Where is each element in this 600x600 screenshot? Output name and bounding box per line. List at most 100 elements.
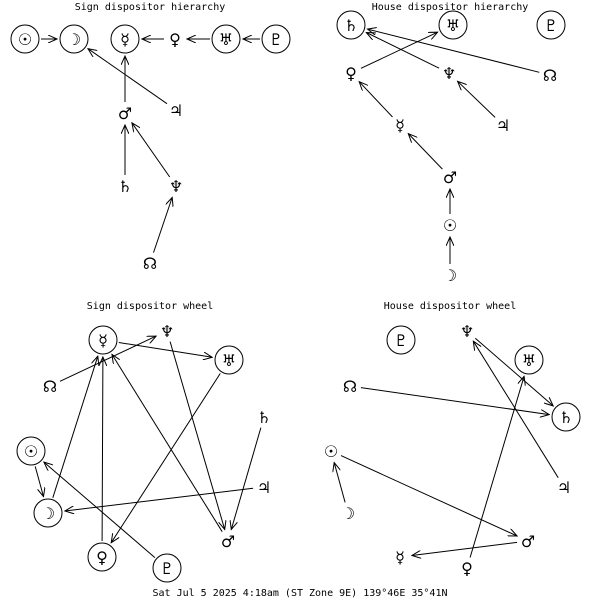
uranus-icon: ♅ (222, 351, 236, 370)
planet-sun-node: ☉ (16, 436, 46, 466)
sun-icon: ☉ (324, 442, 338, 461)
saturn-icon: ♄ (118, 177, 132, 196)
ruler-ring (59, 24, 89, 54)
sign-wheel-panel: ☿ ♆ ♅ ☊ ♄ ☉ ♃ ☽ ♂ ♀ ♇ (16, 322, 271, 583)
planet-mercury-node: ☿ (395, 548, 405, 567)
arrow-neptune-to-saturn (366, 33, 440, 69)
planet-sun-node: ☉ (443, 216, 457, 235)
planet-uranus-node: ♅ (211, 24, 241, 54)
saturn-icon: ♄ (559, 408, 573, 427)
planet-venus-node: ♀ (87, 542, 117, 572)
mars-icon: ♂ (118, 104, 132, 123)
planet-mars-node: ♂ (221, 532, 235, 551)
pluto-icon: ♇ (269, 30, 283, 49)
planet-mercury-node: ☿ (88, 325, 118, 355)
arrow-sun-to-moon (34, 466, 43, 496)
pluto-icon: ♇ (544, 16, 558, 35)
planet-pluto-node: ♇ (152, 553, 182, 583)
arrow-mars-to-mercury (408, 134, 443, 170)
planet-sun-node: ☉ (10, 24, 40, 54)
planet-neptune-node: ♆ (160, 322, 174, 341)
planet-jupiter-node: ♃ (496, 116, 510, 135)
planet-mars-node: ♂ (118, 104, 132, 123)
planet-pluto-node: ♇ (261, 24, 291, 54)
ruler-ring (438, 10, 468, 40)
planet-sun-node: ☉ (324, 442, 338, 461)
venus-icon: ♀ (169, 30, 181, 49)
uranus-icon: ♅ (219, 30, 233, 49)
planet-uranus-node: ♅ (514, 345, 544, 375)
mercury-icon: ☿ (120, 30, 130, 49)
mars-icon: ♂ (221, 532, 235, 551)
uranus-icon: ♅ (446, 16, 460, 35)
neptune-icon: ♆ (169, 177, 183, 196)
mars-icon: ♂ (521, 532, 535, 551)
planet-moon-node: ☽ (443, 266, 457, 285)
planet-uranus-node: ♅ (214, 345, 244, 375)
arrow-moon-to-sun (334, 463, 346, 503)
ruler-ring (386, 325, 416, 355)
planet-pluto-node: ♇ (386, 325, 416, 355)
arrow-mercury-to-uranus (118, 342, 212, 358)
planet-mercury-node: ☿ (395, 116, 405, 135)
arrow-saturn-to-mars (231, 427, 262, 530)
jupiter-icon: ♃ (496, 116, 510, 135)
venus-icon: ♀ (345, 64, 357, 83)
planet-jupiter-node: ♃ (557, 478, 571, 497)
planet-node-node: ☊ (343, 377, 357, 396)
node-icon: ☊ (143, 254, 157, 273)
moon-icon: ☽ (41, 504, 55, 523)
arrow-neptune-to-saturn (474, 337, 553, 406)
planet-neptune-node: ♆ (169, 177, 183, 196)
sun-icon: ☉ (18, 30, 32, 49)
arrow-neptune-to-mars (132, 123, 171, 178)
planet-mercury-node: ☿ (110, 24, 140, 54)
saturn-icon: ♄ (344, 16, 358, 35)
arrow-pluto-to-sun (44, 462, 156, 558)
jupiter-icon: ♃ (169, 101, 183, 120)
node-icon: ☊ (543, 66, 557, 85)
ruler-ring (536, 10, 566, 40)
planet-saturn-node: ♄ (118, 177, 132, 196)
neptune-icon: ♆ (442, 64, 456, 83)
mercury-icon: ☿ (395, 548, 405, 567)
ruler-ring (551, 402, 581, 432)
house-wheel-panel: ♇♆♅☊♄☉♃☽♂☿♀ (324, 322, 581, 578)
panel-title-house-hierarchy: House dispositor hierarchy (372, 2, 529, 13)
arrow-node-to-saturn (360, 387, 549, 415)
pluto-icon: ♇ (160, 559, 174, 578)
planet-node-node: ☊ (143, 254, 157, 273)
planet-moon-node: ☽ (59, 24, 89, 54)
panel-title-house-wheel: House dispositor wheel (384, 301, 516, 312)
planet-saturn-node: ♄ (257, 408, 271, 427)
ruler-ring (110, 24, 140, 54)
ruler-ring (152, 553, 182, 583)
arrow-venus-to-uranus (469, 376, 524, 558)
venus-icon: ♀ (461, 559, 473, 578)
chart-footer: Sat Jul 5 2025 4:18am (ST Zone 9E) 139°4… (152, 588, 447, 599)
mars-icon: ♂ (443, 168, 457, 187)
planet-mars-node: ♂ (443, 168, 457, 187)
arrow-jupiter-to-moon (88, 49, 168, 105)
ruler-ring (16, 436, 46, 466)
ruler-ring (10, 24, 40, 54)
ruler-ring (33, 498, 63, 528)
arrow-moon-to-mercury (52, 356, 98, 498)
arrow-mars-to-mercury (412, 541, 518, 555)
planet-mars-node: ♂ (521, 532, 535, 551)
jupiter-icon: ♃ (257, 478, 271, 497)
neptune-icon: ♆ (460, 322, 474, 341)
ruler-ring (87, 542, 117, 572)
jupiter-icon: ♃ (557, 478, 571, 497)
planet-uranus-node: ♅ (438, 10, 468, 40)
arrow-node-to-neptune (59, 336, 156, 382)
arrow-node-to-neptune (153, 197, 173, 253)
node-icon: ☊ (43, 377, 57, 396)
arrow-jupiter-to-neptune (473, 341, 559, 478)
planet-saturn-node: ♄ (336, 10, 366, 40)
planet-neptune-node: ♆ (442, 64, 456, 83)
arrow-venus-to-uranus (360, 32, 438, 69)
panel-title-sign-hierarchy: Sign dispositor hierarchy (75, 2, 226, 13)
pluto-icon: ♇ (394, 331, 408, 350)
